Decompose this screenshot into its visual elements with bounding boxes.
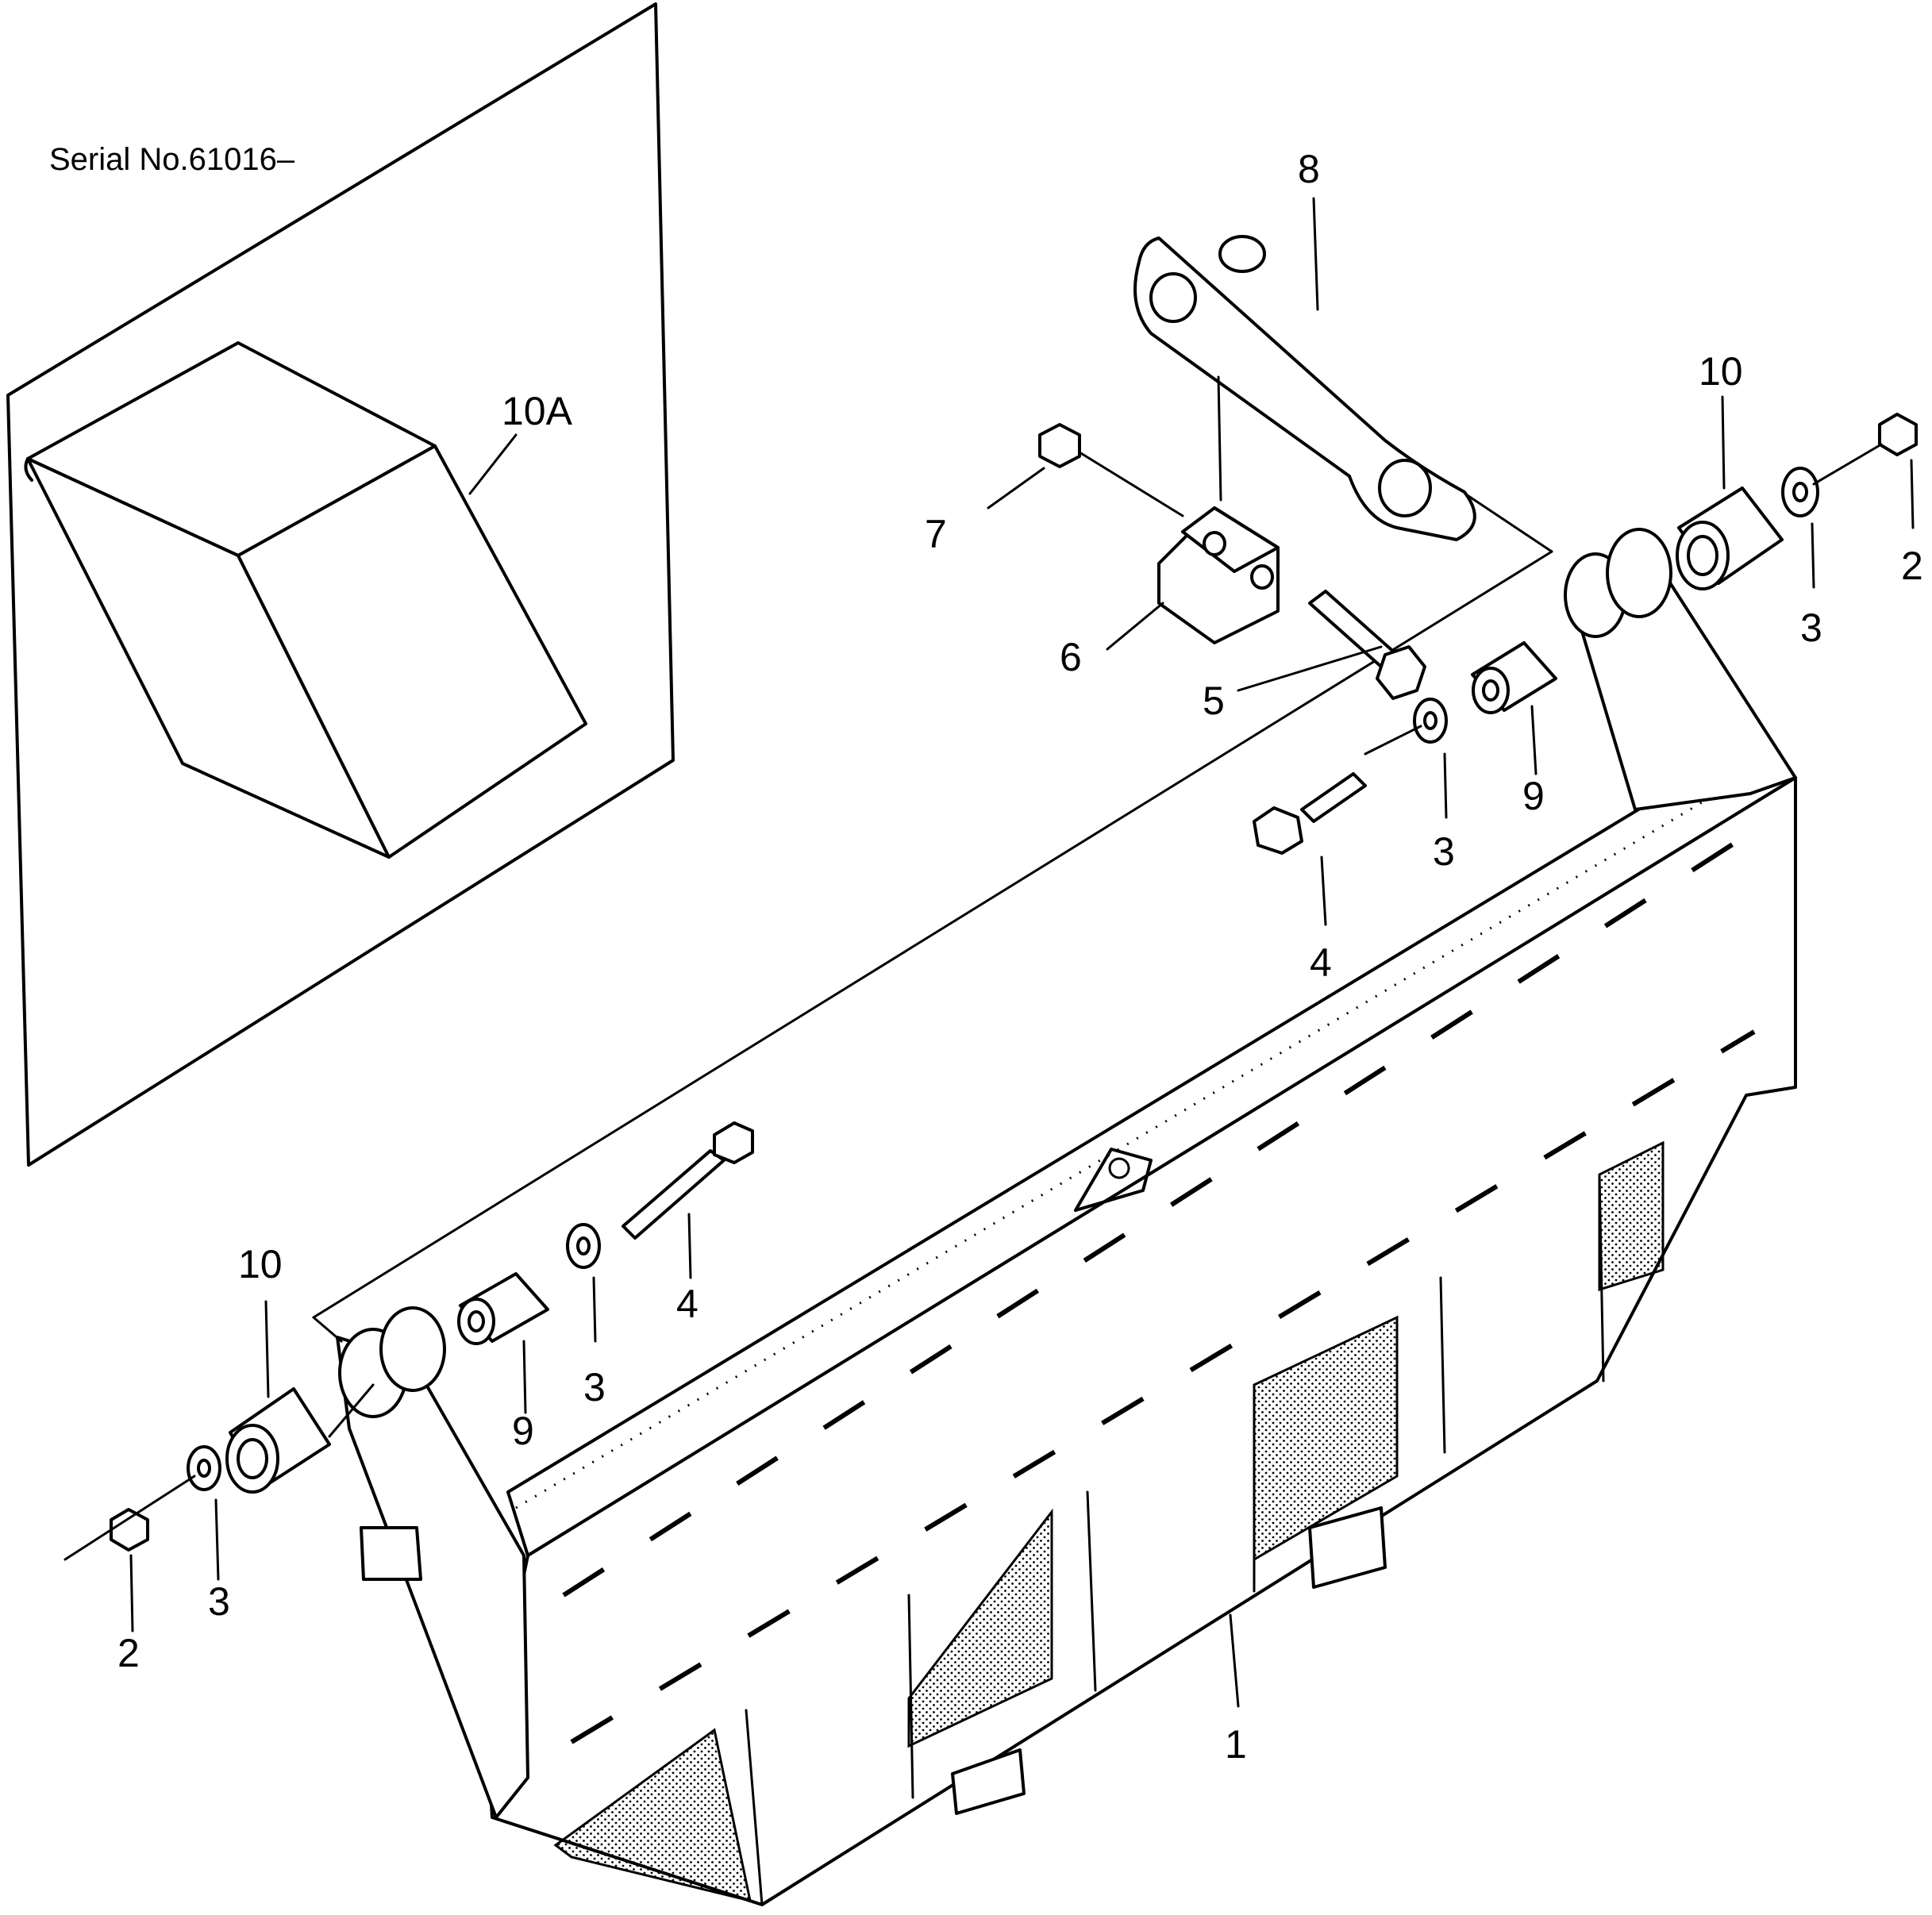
leader-9-right [1530,705,1538,775]
callout-3-left-outer: 3 [208,1579,230,1624]
part-4-bolt-right [1253,772,1367,855]
leader-9-left [522,1340,527,1414]
part-4-bolt-left [622,1121,754,1240]
callout-10-right: 10 [1699,349,1743,394]
callout-9-right: 9 [1522,774,1545,818]
leader-3-right-outer [1811,522,1815,589]
callout-10a: 10A [502,389,573,433]
callout-6: 6 [1060,635,1082,679]
leader-2-left [129,1554,134,1632]
callout-3-left-inner: 3 [583,1365,606,1409]
part-4-right-axis [1364,725,1422,756]
leader-5 [1237,645,1383,692]
callout-4-right: 4 [1310,940,1332,985]
part-2-left-axis [64,1475,196,1561]
callout-2-left: 2 [117,1631,140,1675]
serial-inset-panel: Serial No.61016– 10A [6,2,675,1167]
part-8-link-arm [1133,235,1476,541]
part-9-spacer-left [457,1272,549,1345]
callout-3-right-inner: 3 [1433,829,1455,874]
leader-6-upper [1217,375,1222,502]
part-10-bushing-right [1676,486,1784,590]
leader-4-left [687,1213,692,1279]
part-5-bolt [1308,590,1426,700]
callout-3-right-outer: 3 [1800,606,1822,650]
leader-10-right [1721,395,1726,490]
leader-8 [1312,197,1319,311]
part-7-axis [1078,451,1184,517]
callout-10-left: 10 [238,1242,283,1286]
leader-6 [1106,602,1164,651]
part-3-washer-right-outer [1781,467,1819,517]
leader-7 [987,467,1045,510]
part-9-spacer-right [1471,641,1557,714]
part-6-clamp-block [1157,506,1280,644]
part-10-bushing-left [225,1387,331,1494]
callout-7: 7 [925,512,947,556]
part-10a-cover [24,341,587,859]
part-10-left-axis [328,1383,375,1438]
leader-4-right [1320,856,1327,926]
callout-5: 5 [1203,679,1225,723]
leader-10a [468,433,518,495]
callout-9-left: 9 [512,1409,534,1453]
serial-number-label: Serial No.61016– [49,142,295,177]
part-2-right-axis [1812,443,1883,486]
part-7-nut [1038,423,1081,468]
leader-3-right-inner [1443,752,1448,819]
callout-4-left: 4 [676,1282,699,1326]
leader-10-left [264,1300,270,1398]
part-3-washer-right-inner [1413,698,1448,744]
callout-2-right: 2 [1901,544,1923,588]
leader-1 [1229,1613,1240,1708]
callout-8: 8 [1298,147,1320,191]
part-1-bucket [312,494,1797,1906]
part-3-washer-left-outer [187,1445,221,1491]
leader-2-right [1910,459,1915,529]
part-3-washer-left-inner [566,1223,601,1269]
part-2-nut-left [110,1508,149,1552]
leader-3-left-inner [592,1276,597,1343]
part-2-nut-right [1878,413,1918,456]
callout-1: 1 [1225,1722,1247,1767]
leader-3-left-outer [214,1498,220,1581]
